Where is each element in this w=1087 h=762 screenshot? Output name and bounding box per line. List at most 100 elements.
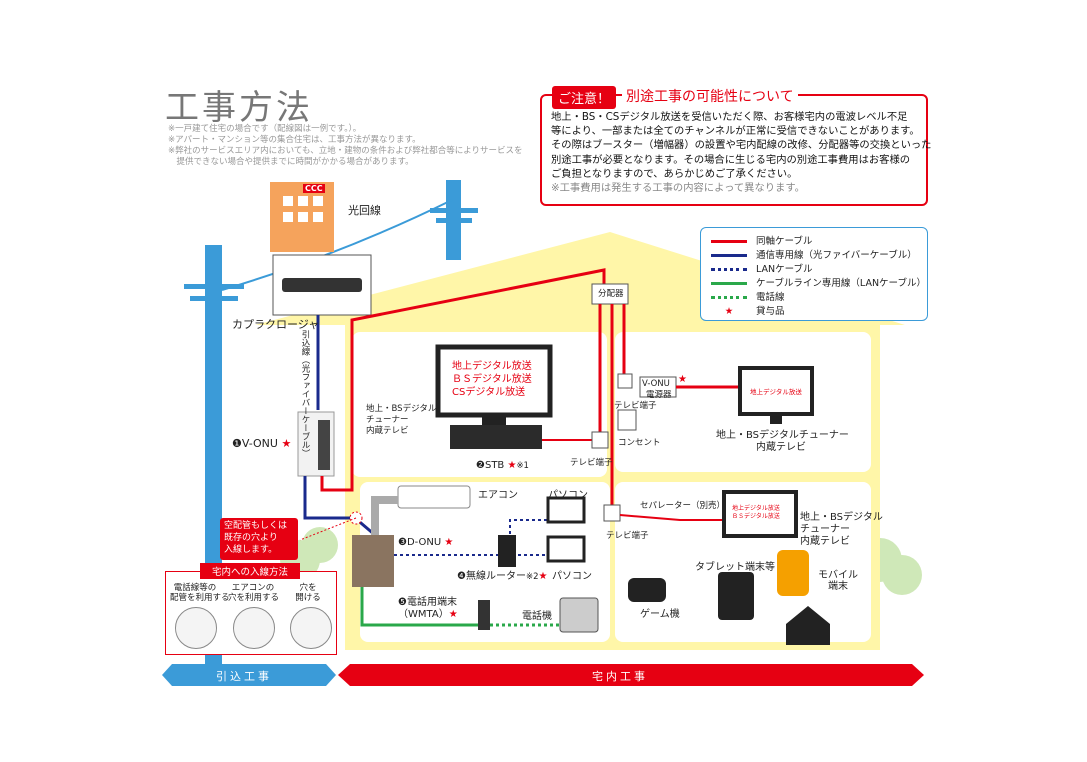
splitter-box (591, 283, 629, 305)
stb-label: ❷STB ★※1 (476, 460, 529, 471)
caution-footnote: ※工事費用は発生する工事の内容によって異なります。 (551, 182, 805, 195)
legend-cableline-swatch (711, 282, 747, 285)
separator-label: セパレーター（別売） (640, 501, 726, 511)
mobile-device (777, 550, 809, 596)
aircon-label: エアコン (478, 490, 518, 501)
legend-label: ケーブルライン専用線（LANケーブル） (756, 278, 926, 289)
lan-pc-top (509, 519, 550, 540)
tv-terminal-kids (603, 504, 621, 522)
pole-crossarm (430, 208, 478, 213)
overhead-wire (221, 199, 453, 291)
caution-heading: 別途工事の可能性について (622, 86, 798, 106)
tv-bedroom-text: 地上デジタル放送 (750, 388, 802, 396)
pc-bottom (546, 535, 586, 563)
mobile-label: モバイル 端末 (818, 570, 858, 592)
note-line: 提供できない場合や提供までに時間がかかる場合があります。 (168, 157, 414, 167)
power-supply-label: 電源器 (646, 390, 672, 400)
tv-kids-caption: 地上・BSデジタル チューナー 内蔵テレビ (800, 512, 883, 547)
tv-terminal-living (591, 431, 609, 449)
legend-fiber-swatch (711, 254, 747, 257)
pole-crossarm (190, 296, 238, 301)
legend-item: LANケーブル (711, 261, 813, 275)
entry-method-3-icon (290, 607, 332, 649)
tv-kids-text: 地上デジタル放送 ＢＳデジタル放送 (732, 505, 780, 520)
star-icon: ★ (281, 437, 292, 450)
pole-crossarm (436, 218, 472, 223)
caution-body: 地上・BS・CSデジタル放送を受信いただく際、お客様宅内の電波レベル不足 等によ… (551, 110, 932, 195)
fiber-line-label: 光回線 (348, 204, 381, 217)
tv-kids-screen (722, 490, 798, 538)
stb-device (450, 425, 542, 449)
tv-tuner-label: 地上・BSデジタル チューナー 内蔵テレビ (366, 404, 437, 436)
notes: ※一戸建て住宅の場合です（配線図は一例です。）。 ※アパート・マンション等の集合… (168, 124, 528, 168)
tv-terminal-label: テレビ端子 (606, 531, 649, 541)
entry-method-2-icon (233, 607, 275, 649)
legend-item: ケーブルライン専用線（LANケーブル） (711, 275, 926, 289)
star-icon: ★ (724, 306, 734, 317)
caution-line: 地上・BS・CSデジタル放送を受信いただく際、お客様宅内の電波レベル不足 (551, 111, 908, 123)
legend-label: 通信専用線（光ファイバーケーブル） (756, 250, 917, 261)
tv-living-text: 地上デジタル放送 ＢＳデジタル放送 CSデジタル放送 (452, 361, 532, 398)
pc-bottom-label: パソコン (552, 571, 592, 582)
legend-item: ★ 貸与品 (711, 303, 785, 317)
caution-line: その際はブースター（増幅器）の設置や宅内配線の改修、分配器等の交換といった (551, 139, 932, 152)
caution-badge: ご注意！ (552, 86, 617, 109)
star-icon: ★ (538, 571, 548, 582)
indoor-work-label: 宅内工事 (592, 670, 648, 683)
note-line: ※アパート・マンション等の集合住宅は、工事方法が異なります。 (168, 135, 421, 145)
entry-method-2: エアコンの穴を利用する (228, 583, 280, 603)
coax-separator (619, 514, 725, 521)
tv-terminal-label: テレビ端子 (614, 401, 657, 411)
building-window (298, 196, 308, 206)
star-icon: ★ (678, 374, 687, 385)
entry-note: 空配管もしくは 既存の穴より 入線します。 (220, 518, 298, 560)
router-device (498, 535, 516, 567)
tv-bedroom-stand (770, 414, 782, 424)
tv-terminal-label: テレビ端子 (570, 458, 613, 468)
arrow-dropline-work (162, 664, 336, 686)
aircon-unit (397, 485, 471, 509)
building-window (313, 196, 323, 206)
legend-label: 貸与品 (756, 306, 785, 317)
tree-shape (882, 555, 922, 595)
dropline-label: 引込線（光ファイバーケーブル） (300, 330, 310, 458)
closure-label: カプラクロージャ (232, 318, 320, 331)
d-onu-device (352, 535, 394, 587)
game-label: ゲーム機 (640, 609, 680, 620)
tv-terminal-bedroom (617, 373, 633, 389)
legend-box: 同軸ケーブル 通信専用線（光ファイバーケーブル） LANケーブル ケーブルライン… (700, 227, 928, 321)
tv-living-stand (482, 415, 506, 425)
building-window (298, 212, 308, 222)
game-device (628, 578, 666, 602)
green-line (360, 587, 478, 627)
legend-label: LANケーブル (756, 264, 813, 275)
tv-living-screen (435, 344, 553, 418)
legend-coax-swatch (711, 240, 747, 243)
pc-top-label: パソコン (548, 490, 588, 501)
legend-label: 同軸ケーブル (756, 236, 813, 247)
fiber-to-donu (303, 476, 376, 537)
entry-methods-title: 宅内への入線方法 (200, 563, 300, 579)
note-line: ※一戸建て住宅の場合です（配線図は一例です。）。 (168, 124, 362, 134)
building-window (313, 212, 323, 222)
pc-top (546, 496, 586, 524)
tree-shape (302, 527, 338, 563)
entry-method-1: 電話線等の配管を利用する (170, 583, 230, 603)
room-kids (615, 482, 871, 642)
wmta-label: ❺電話用端末 （WMTA）★ (398, 597, 458, 620)
caution-line: 別途工事が必要となります。その場合に生じる宅内の別途工事費用はお客様の (551, 153, 911, 166)
router-home-device (786, 606, 830, 645)
star-icon: ★ (448, 609, 458, 620)
wmta-device (478, 600, 490, 630)
legend-item: 通信専用線（光ファイバーケーブル） (711, 247, 917, 261)
caution-line: ご負担となりますので、あらかじめご了承ください。 (551, 167, 798, 180)
phone-label: 電話機 (522, 611, 552, 622)
star-icon: ★ (444, 537, 454, 548)
closure-device (282, 278, 362, 292)
legend-label: 電話線 (756, 292, 785, 303)
outlet-box (617, 409, 637, 431)
page-title: 工事方法 (165, 88, 313, 128)
entry-method-1-icon (175, 607, 217, 649)
legend-phone-swatch (711, 296, 747, 299)
